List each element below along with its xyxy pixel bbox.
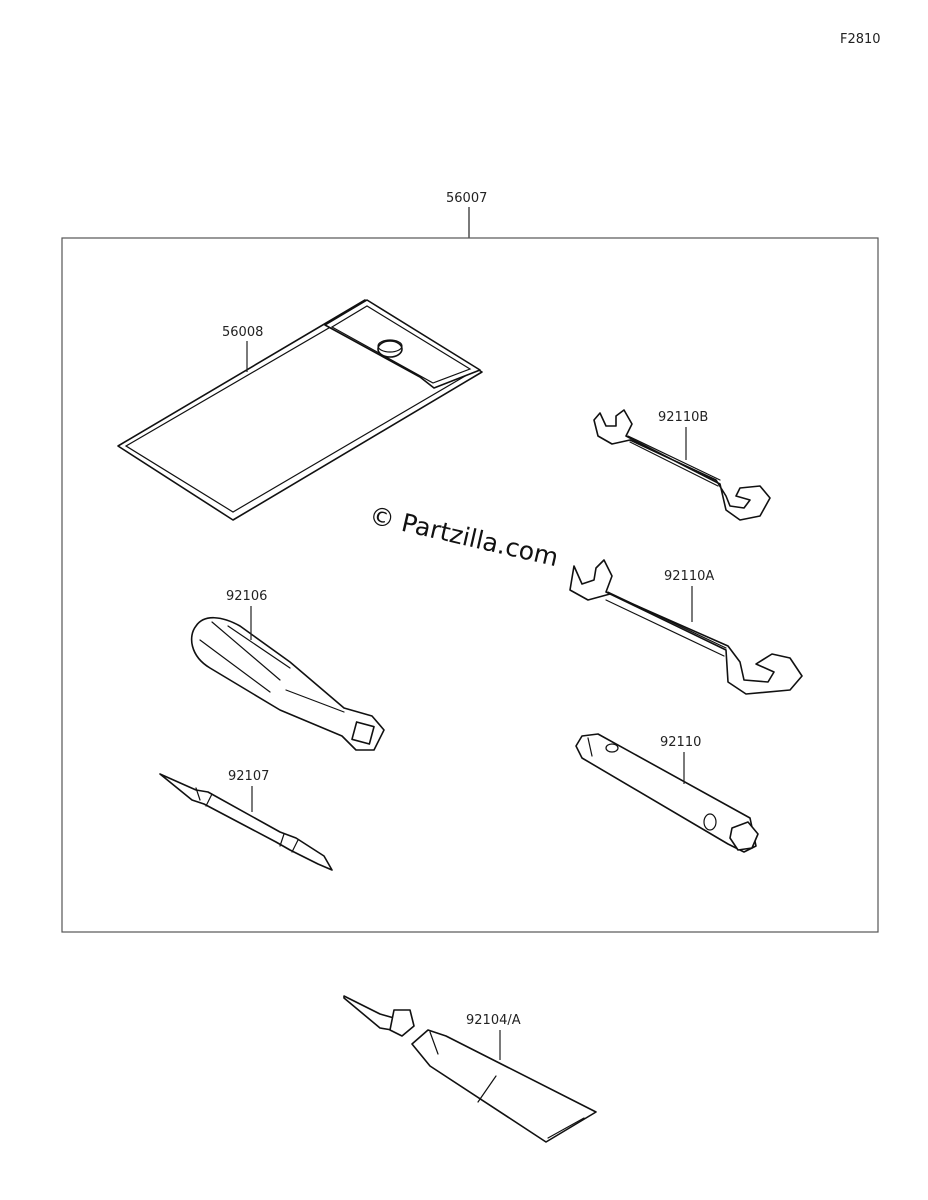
driver-92107-illustration[interactable] <box>159 773 333 871</box>
wrench-92110b-illustration[interactable] <box>593 409 771 521</box>
part-label-92107[interactable]: 92107 <box>228 769 269 784</box>
part-label-92110[interactable]: 92110 <box>660 735 701 750</box>
figure-code: F2810 <box>840 32 881 47</box>
part-label-56008[interactable]: 56008 <box>222 325 263 340</box>
wrench-92110a-illustration[interactable] <box>569 559 803 695</box>
part-label-92110b[interactable]: 92110B <box>658 410 708 425</box>
part-label-92110a[interactable]: 92110A <box>664 569 714 584</box>
part-label-56007[interactable]: 56007 <box>446 191 487 206</box>
grease-92104a-illustration[interactable] <box>343 995 597 1143</box>
tool-case-illustration[interactable] <box>117 299 483 521</box>
watermark: © Partzilla.com <box>367 501 562 573</box>
part-label-92106[interactable]: 92106 <box>226 589 267 604</box>
part-label-92104a[interactable]: 92104/A <box>466 1013 521 1028</box>
kit-frame <box>61 237 879 933</box>
plug-wrench-92110-illustration[interactable] <box>575 733 759 853</box>
handle-92106-illustration[interactable] <box>190 616 385 751</box>
